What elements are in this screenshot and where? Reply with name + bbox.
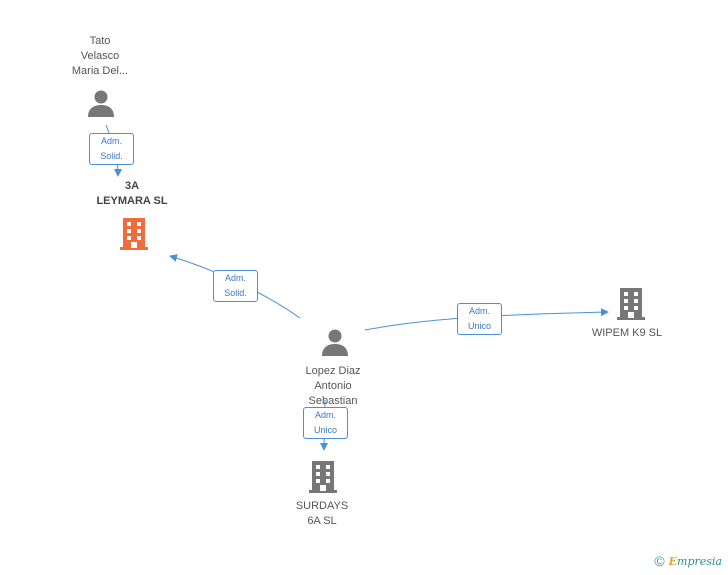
node-label-tato[interactable]: Tato Velasco Maria Del... [56,34,144,79]
building-icon[interactable] [307,459,339,493]
edge-label-line: Adm. [314,410,336,420]
edge-label-line: Adm. [100,136,122,146]
building-icon[interactable] [615,286,647,320]
node-label-surdays[interactable]: SURDAYS 6A SL [276,499,368,529]
empresia-watermark: © Empresia [654,553,722,569]
edge-label-lopez-surdays[interactable]: Adm. Unico [303,407,348,439]
edge-label-tato-leymara[interactable]: Adm. Solid. [89,133,134,165]
brand-rest: mpresia [677,554,722,568]
edge-label-line: Solid. [224,288,247,298]
copyright-icon: © [654,553,665,569]
brand-logo: Empresia [669,555,722,568]
person-icon[interactable] [86,89,116,119]
node-label-wipem[interactable]: WIPEM K9 SL [582,326,672,341]
building-icon[interactable] [118,216,150,250]
label-line: Velasco [80,50,120,62]
label-line: Sebastian [308,395,358,407]
label-line: Lopez Diaz [305,365,361,377]
label-line: 3A [124,180,140,192]
label-line: 6A SL [307,515,337,527]
edge-label-lopez-wipem[interactable]: Adm. Unico [457,303,502,335]
label-line: Tato [89,35,111,47]
edge-label-line: Adm. [224,273,246,283]
person-icon[interactable] [320,328,350,358]
label-line: SURDAYS [295,500,349,512]
label-line: Antonio [314,380,352,392]
label-line: Maria Del... [71,65,129,77]
node-label-leymara[interactable]: 3A LEYMARA SL [86,179,178,209]
edge-label-lopez-leymara[interactable]: Adm. Solid. [213,270,258,302]
edge-label-line: Adm. [468,306,490,316]
edge-label-line: Unico [313,425,337,435]
edge-label-line: Unico [467,321,491,331]
label-line: WIPEM K9 SL [591,327,663,339]
label-line: LEYMARA SL [96,195,168,207]
node-label-lopez[interactable]: Lopez Diaz Antonio Sebastian [286,364,380,409]
edge-label-line: Solid. [100,151,123,161]
brand-initial: E [668,554,678,568]
